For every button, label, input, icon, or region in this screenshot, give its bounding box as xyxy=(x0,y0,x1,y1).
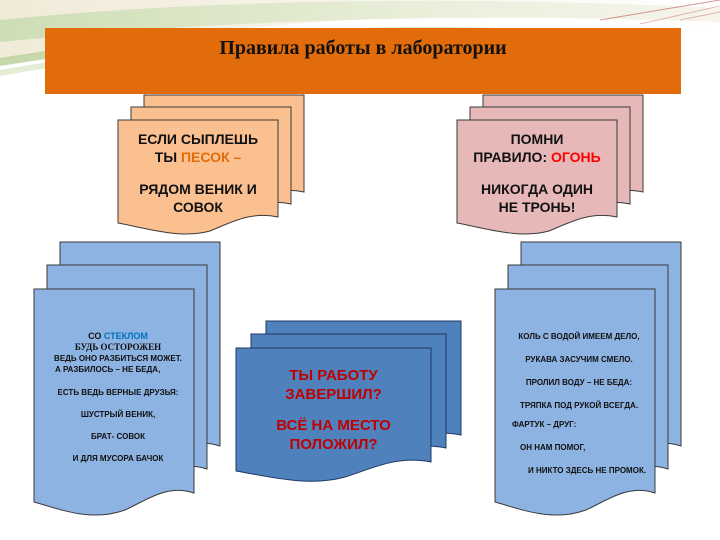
glass-line-1-highlight: СТЕКЛОМ xyxy=(103,331,148,341)
done-line-4: ПОЛОЖИЛ? xyxy=(289,436,378,453)
water-line-3: ПРОЛИЛ ВОДУ – НЕ БЕДА: xyxy=(525,378,633,387)
title-banner: Правила работы в лаборатории xyxy=(45,28,681,94)
done-line-2: ЗАВЕРШИЛ? xyxy=(285,386,382,403)
multidocument-shape-fire xyxy=(456,94,644,235)
rule-card-done: ТЫ РАБОТУ ЗАВЕРШИЛ? ВСЁ НА МЕСТО ПОЛОЖИЛ… xyxy=(235,320,465,485)
page-title: Правила работы в лаборатории xyxy=(219,37,507,59)
fire-line-4: НЕ ТРОНЬ! xyxy=(498,199,576,215)
sand-line-4: СОВОК xyxy=(173,199,223,215)
rule-card-sand: ЕСЛИ СЫПЛЕШЬ ТЫ ПЕСОК – РЯДОМ ВЕНИК И СО… xyxy=(116,94,306,235)
fire-line-1: ПОМНИ xyxy=(510,131,564,147)
fire-line-2-highlight: ОГОНЬ xyxy=(551,149,601,165)
rule-card-glass: СО СТЕКЛОМ БУДЬ ОСТОРОЖЕН ВЕДЬ ОНО РАЗБИ… xyxy=(33,241,223,531)
rule-card-fire: ПОМНИ ПРАВИЛО: ОГОНЬ НИКОГДА ОДИН НЕ ТРО… xyxy=(455,94,645,235)
water-line-2: РУКАВА ЗАСУЧИМ СМЕЛО. xyxy=(525,355,633,364)
multidocument-shape-glass xyxy=(33,241,221,516)
water-line-7: И НИКТО ЗДЕСЬ НЕ ПРОМОК. xyxy=(528,466,647,475)
multidocument-shape-sand xyxy=(117,94,305,235)
water-line-1: КОЛЬ С ВОДОЙ ИМЕЕМ ДЕЛО, xyxy=(518,332,640,341)
done-line-1: ТЫ РАБОТУ xyxy=(289,367,378,384)
sand-line-3: РЯДОМ ВЕНИК И xyxy=(139,181,257,197)
water-line-4: ТРЯПКА ПОД РУКОЙ ВСЕГДА. xyxy=(519,401,639,410)
glass-line-7: БРАТ- СОВОК xyxy=(90,432,146,441)
water-line-6: ОН НАМ ПОМОГ, xyxy=(520,443,586,452)
sand-line-2-prefix: ТЫ xyxy=(154,149,181,165)
multidocument-shape-water xyxy=(494,241,682,516)
fire-line-2-prefix: ПРАВИЛО: xyxy=(473,149,551,165)
sand-line-2-highlight: ПЕСОК – xyxy=(180,149,242,165)
glass-line-3: ВЕДЬ ОНО РАЗБИТЬСЯ МОЖЕТ. xyxy=(54,354,182,363)
glass-line-6: ШУСТРЫЙ ВЕНИК, xyxy=(80,410,156,419)
water-line-5: ФАРТУК – ДРУГ: xyxy=(512,420,577,429)
glass-line-1-prefix: СО xyxy=(88,331,104,341)
rule-card-water: КОЛЬ С ВОДОЙ ИМЕЕМ ДЕЛО, РУКАВА ЗАСУЧИМ … xyxy=(494,241,684,531)
sand-line-1: ЕСЛИ СЫПЛЕШЬ xyxy=(137,131,259,147)
glass-line-5: ЕСТЬ ВЕДЬ ВЕРНЫЕ ДРУЗЬЯ: xyxy=(57,388,179,397)
glass-line-2: БУДЬ ОСТОРОЖЕН xyxy=(74,342,162,352)
glass-line-4: А РАЗБИЛОСЬ – НЕ БЕДА, xyxy=(55,365,161,374)
multidocument-shape-done xyxy=(235,320,462,482)
glass-line-8: И ДЛЯ МУСОРА БАЧОК xyxy=(72,454,164,463)
done-line-3: ВСЁ НА МЕСТО xyxy=(276,417,391,434)
fire-line-3: НИКОГДА ОДИН xyxy=(480,181,594,197)
